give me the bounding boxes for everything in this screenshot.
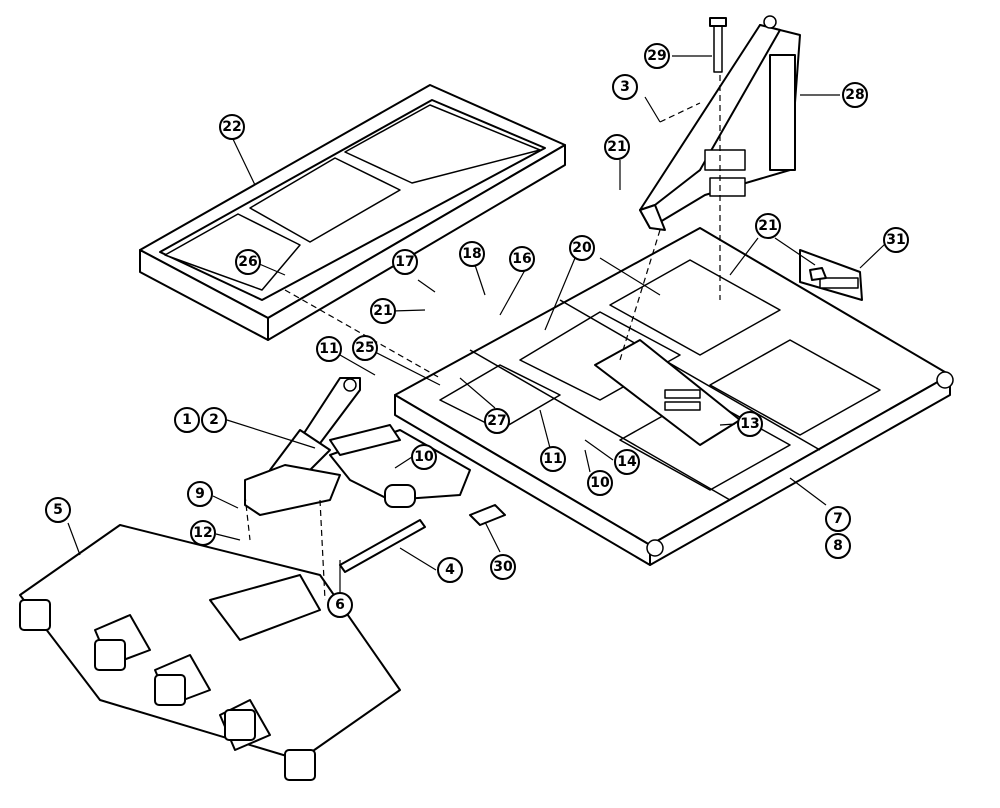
svg-text:1: 1 — [182, 412, 192, 428]
callout-25: 25 — [352, 335, 378, 361]
callout-9: 9 — [187, 481, 213, 507]
callout-20: 20 — [569, 235, 595, 261]
callouts: 22 26 17 18 16 20 21 11 25 21 3 29 28 21… — [45, 43, 909, 618]
svg-text:28: 28 — [845, 87, 864, 103]
svg-text:11: 11 — [319, 341, 338, 357]
part-4-pin — [339, 519, 426, 573]
callout-18: 18 — [459, 241, 485, 267]
svg-text:31: 31 — [886, 232, 905, 248]
svg-text:30: 30 — [493, 559, 513, 575]
svg-text:21: 21 — [373, 303, 392, 319]
part-7-main-frame — [394, 227, 954, 566]
callout-28: 28 — [842, 82, 868, 108]
svg-text:26: 26 — [238, 254, 257, 270]
svg-text:10: 10 — [590, 475, 610, 491]
callout-8: 8 — [825, 533, 851, 559]
svg-text:9: 9 — [195, 486, 205, 502]
svg-text:20: 20 — [572, 240, 592, 256]
callout-2: 2 — [201, 407, 227, 433]
callout-21c: 21 — [755, 213, 781, 239]
callout-30: 30 — [490, 554, 516, 580]
callout-17: 17 — [392, 249, 418, 275]
callout-7: 7 — [825, 506, 851, 532]
callout-14: 14 — [614, 449, 640, 475]
svg-text:13: 13 — [740, 416, 759, 432]
callout-6: 6 — [327, 592, 353, 618]
svg-text:29: 29 — [647, 48, 666, 64]
callout-3: 3 — [612, 74, 638, 100]
svg-text:16: 16 — [512, 251, 531, 267]
callout-22: 22 — [219, 114, 245, 140]
callout-27: 27 — [484, 408, 510, 434]
svg-text:3: 3 — [620, 79, 630, 95]
callout-31: 31 — [883, 227, 909, 253]
svg-text:8: 8 — [833, 538, 843, 554]
svg-text:7: 7 — [833, 511, 843, 527]
callout-1: 1 — [174, 407, 200, 433]
svg-text:21: 21 — [607, 139, 626, 155]
callout-12: 12 — [190, 520, 216, 546]
svg-text:21: 21 — [758, 218, 777, 234]
callout-10a: 10 — [411, 444, 437, 470]
svg-text:11: 11 — [543, 451, 562, 467]
part-1-hitch — [244, 377, 471, 516]
svg-text:27: 27 — [487, 413, 506, 429]
callout-16: 16 — [509, 246, 535, 272]
part-5-drawbar — [19, 524, 401, 781]
svg-text:14: 14 — [617, 454, 637, 470]
svg-text:25: 25 — [355, 340, 374, 356]
part-22-upper-frame — [139, 84, 566, 341]
callout-26: 26 — [235, 249, 261, 275]
assembly-lines — [244, 75, 721, 601]
part-29-bolt — [709, 17, 727, 73]
svg-text:6: 6 — [335, 597, 345, 613]
svg-text:18: 18 — [462, 246, 481, 262]
callout-21a: 21 — [370, 298, 396, 324]
part-30-clip — [469, 504, 506, 526]
callout-11b: 11 — [540, 446, 566, 472]
callout-21b: 21 — [604, 134, 630, 160]
part-31-plate-bolt — [799, 249, 863, 301]
callout-5: 5 — [45, 497, 71, 523]
callout-29: 29 — [644, 43, 670, 69]
callout-4: 4 — [437, 557, 463, 583]
svg-text:2: 2 — [209, 412, 219, 428]
svg-text:5: 5 — [53, 502, 63, 518]
svg-text:4: 4 — [445, 562, 455, 578]
svg-text:17: 17 — [395, 254, 414, 270]
callout-10b: 10 — [587, 470, 613, 496]
svg-text:12: 12 — [193, 525, 212, 541]
svg-text:10: 10 — [414, 449, 434, 465]
callout-13: 13 — [737, 411, 763, 437]
svg-text:22: 22 — [222, 119, 241, 135]
callout-11a: 11 — [316, 336, 342, 362]
